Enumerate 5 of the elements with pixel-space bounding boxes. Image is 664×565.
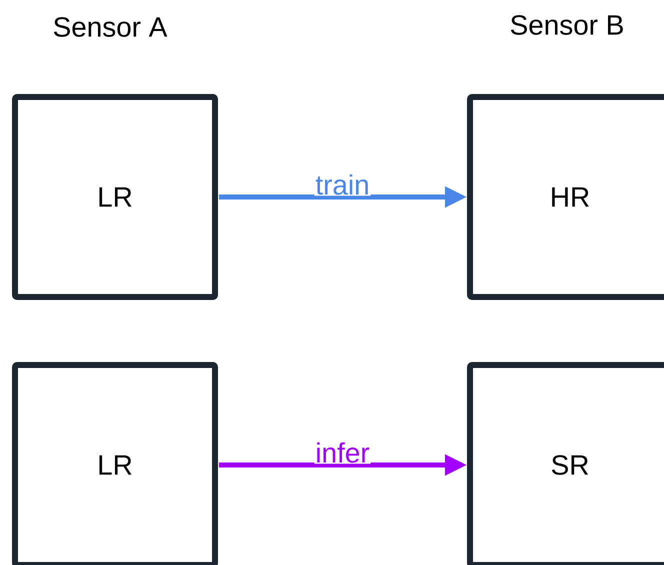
edge-label: infer xyxy=(317,442,370,463)
square-box: LR xyxy=(12,94,218,300)
column-heading: Sensor A xyxy=(54,17,168,37)
edge-label: train xyxy=(316,174,368,195)
column-heading: Sensor B xyxy=(510,15,623,35)
